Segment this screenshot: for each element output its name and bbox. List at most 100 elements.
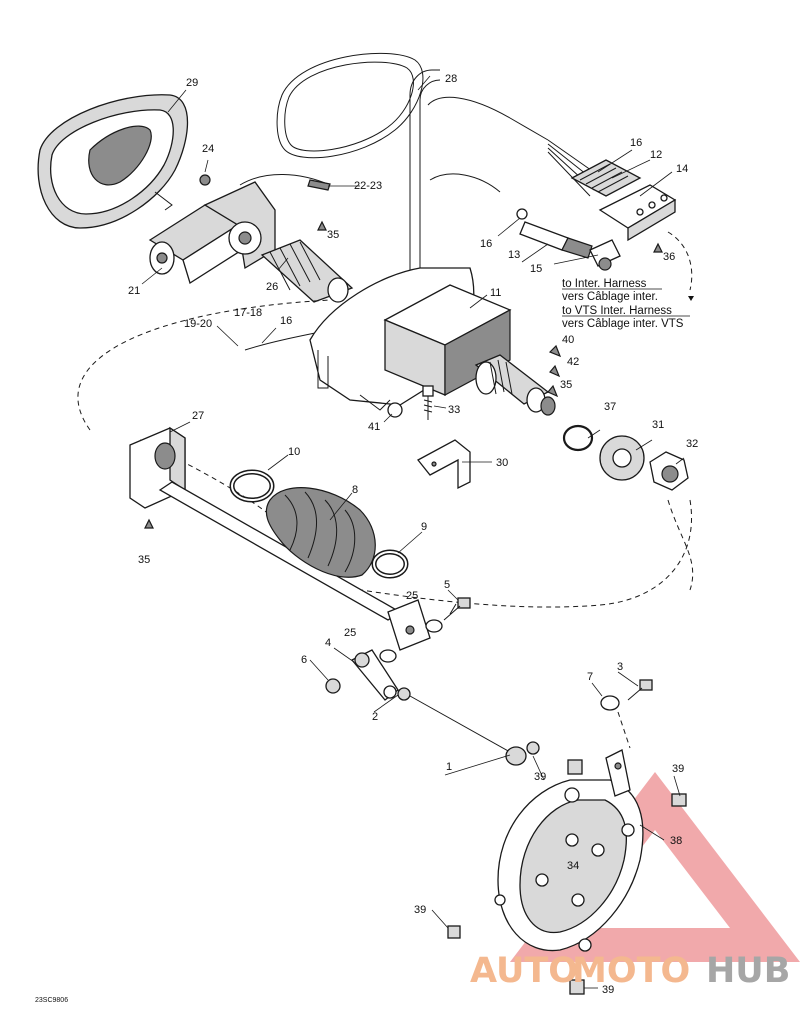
part-2-nut	[397, 687, 411, 701]
callout-35a: 35	[327, 229, 339, 241]
watermark-auto: AUTO	[470, 951, 578, 991]
callout-32: 32	[686, 438, 698, 450]
callout-39c: 39	[414, 904, 426, 916]
part-36-grommet	[598, 257, 612, 271]
callout-10: 10	[288, 446, 300, 458]
part-13-connector	[519, 221, 593, 259]
wiring-harness	[239, 69, 599, 351]
part-26-worm-gear	[260, 239, 354, 303]
callout-28: 28	[445, 73, 457, 85]
part-5-bolt	[443, 597, 471, 621]
harness-note-line2: vers Câblage inter.	[562, 291, 658, 303]
part-28-belt	[276, 52, 424, 159]
part-22-23-wires	[307, 179, 331, 191]
callout-16c: 16	[280, 315, 292, 327]
callout-30: 30	[496, 457, 508, 469]
watermark-text: AUTO MOTO HUB	[470, 951, 790, 991]
callout-42: 42	[567, 356, 579, 368]
part-39-bolt-b	[671, 793, 687, 807]
callout-12: 12	[650, 149, 662, 161]
small-fittings	[547, 344, 562, 398]
callout-41: 41	[368, 421, 380, 433]
part-11-control-box	[383, 284, 512, 397]
callout-15: 15	[530, 263, 542, 275]
callout-37: 37	[604, 401, 616, 413]
callout-19-20: 19-20	[184, 318, 212, 330]
part-35-grease-icon	[317, 220, 327, 231]
part-10-clamp	[229, 469, 275, 503]
callout-17-18: 17-18	[234, 307, 262, 319]
callout-25a: 25	[406, 590, 418, 602]
callout-4: 4	[325, 637, 331, 649]
figure-code: 23SC9806	[35, 997, 68, 1004]
part-30-bracket	[417, 439, 471, 490]
part-1-rod	[409, 695, 540, 766]
callout-14: 14	[676, 163, 688, 175]
part-3-bolt	[627, 679, 653, 701]
leader-lines	[141, 75, 685, 989]
callout-9: 9	[421, 521, 427, 533]
harness-note-line1: to Inter. Harness	[562, 278, 647, 290]
callout-16a: 16	[630, 137, 642, 149]
callout-40: 40	[562, 334, 574, 346]
callout-22-23: 22-23	[354, 180, 382, 192]
part-35-grease-icon-b	[144, 518, 154, 529]
callout-39a: 39	[534, 771, 546, 783]
watermark-moto: MOTO	[572, 951, 690, 991]
callout-1: 1	[446, 761, 452, 773]
output-shaft	[474, 354, 556, 416]
part-36-sealant-icon	[653, 242, 663, 253]
part-33-bolt	[422, 385, 434, 420]
part-15-plug	[589, 239, 621, 267]
callout-5: 5	[444, 579, 450, 591]
callout-11: 11	[490, 287, 501, 299]
callout-26: 26	[266, 281, 278, 293]
harness-note: to Inter. Harness vers Câblage inter. to…	[562, 278, 694, 330]
callout-29: 29	[186, 77, 198, 89]
callout-39d: 39	[602, 984, 614, 996]
callout-21: 21	[128, 285, 140, 297]
part-27-shaft	[129, 426, 431, 651]
callout-35c: 35	[138, 554, 150, 566]
part-7-washer	[600, 695, 620, 711]
callout-33: 33	[448, 404, 460, 416]
part-9-clamp	[371, 549, 409, 579]
callout-31: 31	[652, 419, 664, 431]
callout-8: 8	[352, 484, 358, 496]
callout-7: 7	[587, 671, 593, 683]
harness-note-line3: to VTS Inter. Harness	[562, 305, 672, 317]
part-25-washer-a	[425, 619, 443, 633]
part-21-motor	[148, 181, 276, 285]
watermark-hub: HUB	[706, 951, 790, 991]
callout-27: 27	[192, 410, 204, 422]
callout-39b: 39	[672, 763, 684, 775]
callout-35b: 35	[560, 379, 572, 391]
part-25-washer-b	[379, 649, 397, 663]
part-37-o-ring	[562, 424, 594, 452]
part-6-nut	[325, 678, 341, 694]
callout-36: 36	[663, 251, 675, 263]
part-41-nut	[387, 402, 403, 418]
callout-16b: 16	[480, 238, 492, 250]
part-4-lever	[350, 649, 399, 701]
callout-3: 3	[617, 661, 623, 673]
part-31-washer	[599, 435, 645, 481]
part-24-nut	[199, 174, 211, 186]
part-32-nut	[649, 451, 689, 491]
callout-13: 13	[508, 249, 520, 261]
part-39-bolt-d	[569, 979, 585, 995]
callout-34: 34	[567, 860, 579, 872]
part-16-clip	[516, 208, 528, 220]
callout-25b: 25	[344, 627, 356, 639]
part-38-bracket	[605, 749, 631, 797]
part-34-housing	[494, 779, 644, 952]
part-39-bolt-a	[567, 759, 583, 775]
callout-2: 2	[372, 711, 378, 723]
part-29-housing	[37, 94, 189, 229]
part-8-boot	[265, 487, 376, 578]
callout-38: 38	[670, 835, 682, 847]
part-12-connector	[570, 159, 642, 197]
callout-6: 6	[301, 654, 307, 666]
arrow-icon	[688, 296, 694, 301]
